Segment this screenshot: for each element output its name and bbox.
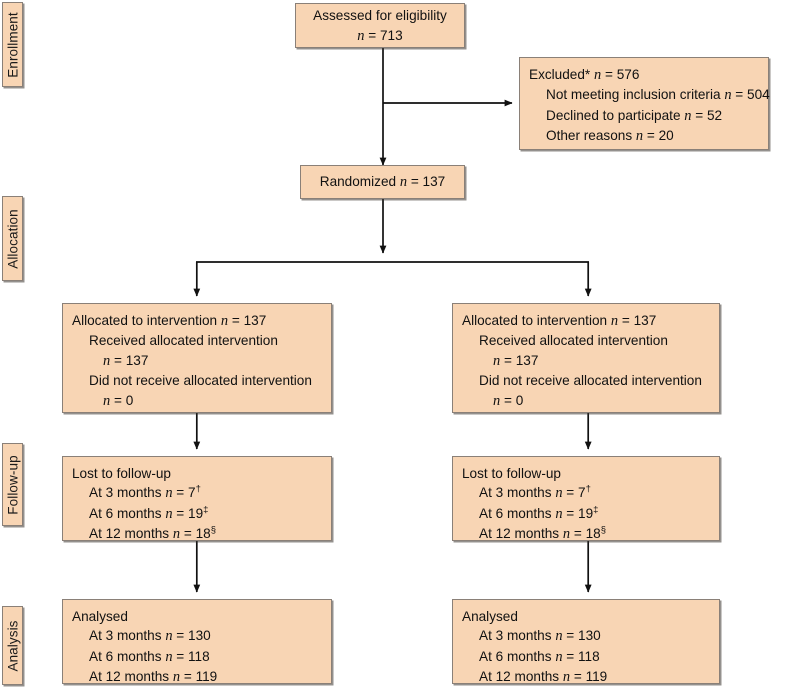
node-text-line: Did not receive allocated intervention bbox=[479, 373, 702, 389]
node-text-line: Not meeting inclusion criteria n = 504 bbox=[546, 87, 770, 104]
node-text-line: At 12 months n = 18§ bbox=[479, 524, 606, 543]
node-text-line: Analysed bbox=[72, 609, 128, 624]
node-text-line: n = 137 bbox=[493, 352, 539, 369]
node-text-line: Lost to follow-up bbox=[72, 466, 171, 481]
node-text-line: At 12 months n = 119 bbox=[479, 669, 608, 686]
node-text-line: At 12 months n = 18§ bbox=[89, 524, 216, 543]
node-text-line: Other reasons n = 20 bbox=[546, 128, 674, 145]
node-text-line: n = 713 bbox=[357, 27, 403, 44]
node-assessed-for-eligibility: Assessed for eligibility n = 713 bbox=[295, 3, 465, 48]
stage-label-allocation: Allocation bbox=[5, 208, 20, 269]
node-text-line: At 3 months n = 7† bbox=[479, 483, 591, 502]
node-lost-to-followup-right: Lost to follow-up At 3 months n = 7† At 6 … bbox=[452, 456, 720, 543]
node-text-line: At 6 months n = 118 bbox=[479, 648, 600, 665]
node-text-line: Received allocated intervention bbox=[89, 333, 278, 349]
node-text-line: Lost to follow-up bbox=[462, 466, 561, 481]
node-text-line: At 3 months n = 130 bbox=[479, 628, 601, 645]
node-text-line: n = 0 bbox=[103, 392, 134, 409]
node-text-line: n = 137 bbox=[103, 352, 149, 369]
node-text-line: Allocated to intervention n = 137 bbox=[462, 313, 657, 329]
node-text-line: Allocated to intervention n = 137 bbox=[72, 313, 267, 329]
node-analysed-right: Analysed At 3 months n = 130 At 6 months n… bbox=[452, 599, 720, 686]
node-text-line: At 3 months n = 7† bbox=[89, 483, 201, 502]
stage-tab-enrollment: Enrollment bbox=[2, 2, 23, 87]
node-text-line: Analysed bbox=[462, 609, 518, 624]
node-text-line: At 3 months n = 130 bbox=[89, 628, 211, 645]
node-text-line: Excluded* n = 576 bbox=[529, 67, 640, 83]
node-text-line: At 12 months n = 119 bbox=[89, 669, 218, 686]
node-text-line: Assessed for eligibility bbox=[313, 8, 447, 24]
node-text-line: At 6 months n = 19‡ bbox=[479, 504, 599, 522]
stage-tab-followup: Follow-up bbox=[2, 443, 23, 526]
node-text-line: Received allocated intervention bbox=[479, 333, 668, 349]
stage-label-analysis: Analysis bbox=[5, 619, 20, 672]
node-text-line: Declined to participate n = 52 bbox=[546, 107, 723, 124]
node-text-line: Did not receive allocated intervention bbox=[89, 373, 312, 389]
node-text-line: At 6 months n = 19‡ bbox=[89, 504, 209, 522]
stage-tab-allocation: Allocation bbox=[2, 196, 23, 281]
node-text-line: Randomized n = 137 bbox=[319, 174, 446, 191]
node-randomized: Randomized n = 137 bbox=[300, 165, 465, 199]
node-text-line: n = 0 bbox=[493, 392, 524, 409]
stage-label-followup: Follow-up bbox=[5, 454, 20, 515]
node-lost-to-followup-left: Lost to follow-up At 3 months n = 7† At 6 … bbox=[62, 456, 332, 543]
node-text-line: At 6 months n = 118 bbox=[89, 648, 210, 665]
stage-tab-analysis: Analysis bbox=[2, 606, 23, 685]
node-analysed-left: Analysed At 3 months n = 130 At 6 months n… bbox=[62, 599, 332, 686]
stage-label-enrollment: Enrollment bbox=[5, 11, 20, 78]
